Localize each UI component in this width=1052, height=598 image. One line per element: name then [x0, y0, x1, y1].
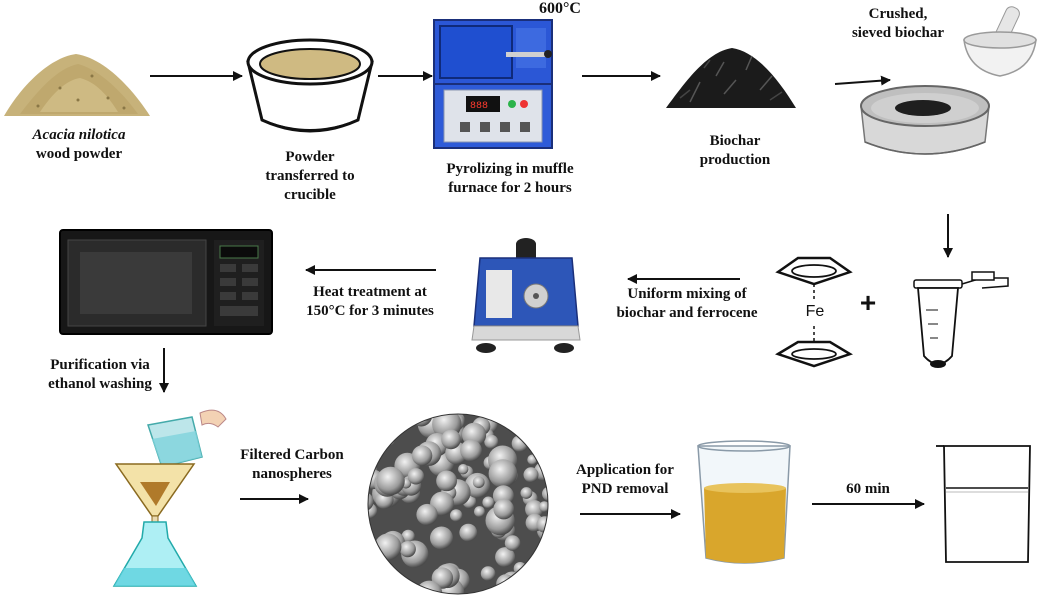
- nanosphere-particle: [430, 526, 453, 550]
- sieve-image: [855, 82, 995, 168]
- biochar-pile-image: [660, 32, 800, 112]
- muffle-furnace-image: 888: [430, 18, 560, 153]
- nanosphere-particle: [488, 459, 518, 488]
- heat-line1: Heat treatment at: [313, 284, 427, 300]
- heat-line2: 150°C for 3 minutes: [306, 303, 434, 319]
- nanosphere-particle: [472, 476, 485, 489]
- purify-label: Purification via ethanol washing: [30, 356, 170, 394]
- nanosphere-particle: [441, 429, 461, 450]
- clear-beaker-image: [930, 438, 1040, 570]
- crucible-line1: Powder: [285, 149, 335, 165]
- time-label: 60 min: [846, 481, 890, 497]
- plus-sign: +: [859, 287, 877, 318]
- microwave-image: [59, 229, 274, 340]
- sieve-label: Crushed, sieved biochar: [838, 5, 958, 43]
- mixing-label: Uniform mixing of biochar and ferrocene: [602, 285, 772, 323]
- nanosphere-particle: [460, 439, 482, 462]
- crucible-line3: crucible: [284, 187, 336, 203]
- nanosphere-particle: [436, 470, 457, 492]
- nanosphere-particle: [484, 434, 499, 449]
- nanosphere-particle: [493, 498, 514, 520]
- acacia-species-text: Acacia nilotica: [32, 127, 126, 143]
- crucible-line2: transferred to: [265, 168, 355, 184]
- acacia-rest-text: wood powder: [35, 146, 123, 162]
- acacia-label: Acacia nilotica wood powder: [4, 126, 154, 164]
- nanosphere-particle: [480, 566, 496, 581]
- nanosphere-particle: [523, 467, 539, 483]
- nanosphere-particle: [474, 506, 485, 518]
- application-line2: PND removal: [581, 481, 669, 497]
- nanosphere-particle: [495, 547, 516, 568]
- nanosphere-particle: [416, 503, 438, 526]
- amber-beaker-image: [692, 438, 800, 570]
- wood-powder-pile-image: [0, 28, 152, 118]
- nanosphere-particle: [411, 445, 433, 466]
- crucible-image: [240, 22, 380, 142]
- mortar-pestle-image: [960, 6, 1040, 78]
- furnace-line1: Pyrolizing in muffle: [446, 161, 574, 177]
- crucible-label: Powder transferred to crucible: [250, 148, 370, 205]
- mixing-line1: Uniform mixing of: [627, 286, 747, 302]
- nanosphere-particle: [536, 516, 548, 533]
- nanosphere-particle: [542, 486, 548, 502]
- nanosphere-particle: [520, 487, 533, 499]
- filtered-label: Filtered Carbon nanospheres: [230, 446, 354, 484]
- biochar-line1: Biochar: [709, 133, 761, 149]
- nanosphere-particle: [539, 501, 548, 513]
- vortex-mixer-image: [468, 236, 586, 356]
- arrow-biochar-to-sieve: [834, 75, 891, 86]
- heat-label: Heat treatment at 150°C for 3 minutes: [290, 283, 450, 321]
- sem-nanospheres-image: [364, 410, 552, 598]
- nanosphere-particle: [407, 468, 425, 485]
- ferrocene-structure: [768, 254, 858, 374]
- furnace-label: Pyrolizing in muffle furnace for 2 hours: [430, 160, 590, 198]
- purify-line1: Purification via: [50, 357, 150, 373]
- application-line1: Application for: [576, 462, 674, 478]
- sieve-line2: sieved biochar: [851, 25, 945, 41]
- fe-label: Fe: [805, 303, 825, 320]
- nanosphere-particle: [482, 496, 495, 509]
- nanosphere-particle: [458, 464, 469, 475]
- nanosphere-particle: [376, 466, 405, 496]
- filtered-line2: nanospheres: [252, 466, 332, 482]
- furnace-temp-label: 600°C: [539, 0, 581, 17]
- sieve-line1: Crushed,: [868, 6, 928, 22]
- nanosphere-particle: [504, 535, 521, 551]
- biochar-line2: production: [699, 152, 771, 168]
- nanosphere-particle: [399, 541, 416, 558]
- nanosphere-particle: [450, 509, 463, 522]
- purify-line2: ethanol washing: [48, 376, 152, 392]
- mixing-line2: biochar and ferrocene: [616, 305, 758, 321]
- nanosphere-particle: [401, 529, 415, 543]
- biochar-label: Biochar production: [680, 132, 790, 170]
- application-label: Application for PND removal: [560, 461, 690, 499]
- nanosphere-particle: [525, 500, 544, 519]
- eppendorf-tube-image: [912, 266, 1012, 376]
- svg-text:888: 888: [470, 101, 488, 112]
- furnace-line2: furnace for 2 hours: [448, 180, 572, 196]
- nanosphere-particle: [368, 503, 378, 519]
- filtered-line1: Filtered Carbon: [240, 447, 344, 463]
- pouring-beaker-image: [140, 405, 230, 475]
- nanosphere-particle: [368, 492, 374, 512]
- nanosphere-particle: [459, 523, 478, 542]
- filter-flask-image: [110, 460, 200, 592]
